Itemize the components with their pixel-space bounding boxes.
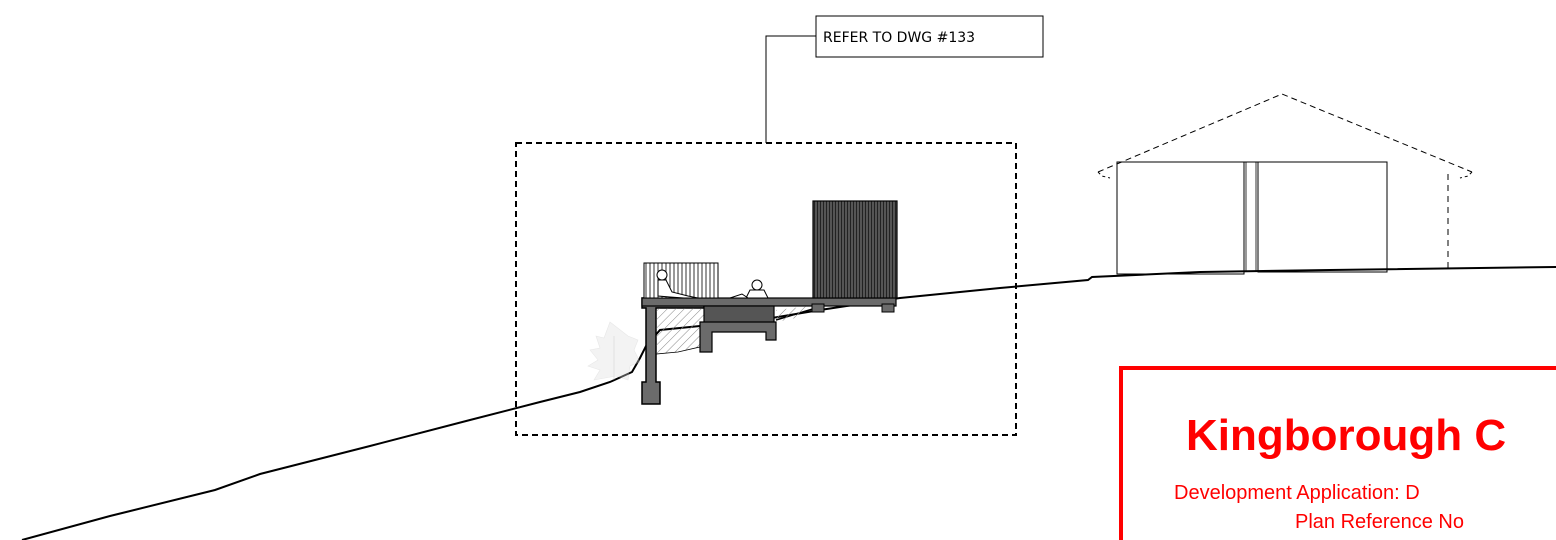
person-in-spa-icon bbox=[729, 279, 769, 299]
privacy-screen bbox=[643, 262, 719, 299]
council-stamp bbox=[1119, 366, 1556, 540]
callout-label: REFER TO DWG #133 bbox=[823, 30, 975, 46]
detail-boundary bbox=[515, 142, 1017, 436]
fill-hatch bbox=[655, 307, 705, 355]
stamp-plan-reference: Plan Reference No bbox=[1295, 511, 1464, 533]
footing-1 bbox=[811, 303, 825, 313]
callout-leader bbox=[765, 35, 816, 143]
footing-2 bbox=[881, 303, 895, 313]
ramp-hatch bbox=[776, 306, 810, 322]
callout-box bbox=[815, 15, 1044, 58]
tree-icon bbox=[587, 321, 641, 381]
person-seated-icon bbox=[656, 269, 699, 299]
neighbour-house bbox=[1097, 93, 1473, 275]
spa-base bbox=[699, 321, 777, 353]
clad-structure bbox=[812, 200, 898, 299]
stamp-title: Kingborough C bbox=[1186, 411, 1507, 460]
stamp-application-line: Development Application: D bbox=[1174, 482, 1420, 504]
